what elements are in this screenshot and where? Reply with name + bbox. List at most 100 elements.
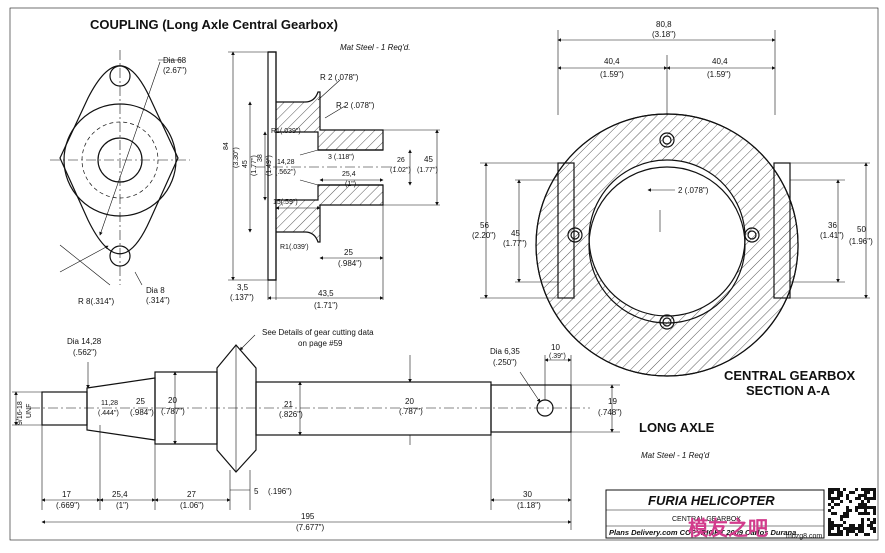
dim-19: 19 [608, 397, 617, 406]
dim-dia1428: Dia 14,28 [67, 337, 102, 346]
dim-dia68: Dia 68 [163, 56, 187, 65]
dim-254: 25,4 [342, 171, 356, 178]
dim-21: 21 [284, 400, 293, 409]
dim-45: 45 [511, 229, 520, 238]
dim-25-axle: 25 [136, 397, 145, 406]
dim-dia8: Dia 8 [146, 286, 165, 295]
dim-1428: 14,28 [277, 159, 295, 166]
axle-material: Mat Steel - 1 Req'd [641, 451, 710, 460]
dim-25: 25 [344, 248, 353, 257]
dim-404-left: 40,4 [604, 57, 620, 66]
dim-30-in: (1.18") [517, 501, 541, 510]
dim-36: 36 [828, 221, 837, 230]
dim-20-mid-in: (.787") [399, 407, 423, 416]
dim-35-in: (.137") [230, 293, 254, 302]
dim-50: 50 [857, 225, 866, 234]
dim-45-left: 45 [242, 160, 249, 168]
dim-36-in: (1.41") [820, 231, 844, 240]
dim-r2-top: R 2 (.078") [320, 73, 359, 82]
dim-916-18: 9/16-18 [17, 401, 24, 425]
dim-45-in: (1.77") [503, 239, 527, 248]
dim-50-in: (1.96") [849, 237, 873, 246]
dim-195-in: (7.677") [296, 523, 325, 532]
dim-dia68-in: (2.67") [163, 66, 187, 75]
dim-27-in: (1.06") [180, 501, 204, 510]
dim-5-in: (.196") [268, 487, 292, 496]
dim-45-right: 45 [424, 155, 433, 164]
dim-r1-top: R1(.039") [271, 128, 301, 135]
dim-17: 17 [62, 490, 71, 499]
dim-254-in: (1") [345, 181, 356, 188]
coupling-section-view [228, 51, 440, 300]
dim-20-left: 20 [168, 396, 177, 405]
dim-45-right-in: (1.77") [417, 167, 438, 174]
coupling-title: COUPLING (Long Axle Central Gearbox) [90, 17, 338, 32]
titleblock-brand: FURIA HELICOPTER [648, 493, 775, 508]
sheet-border [9, 7, 879, 541]
dim-84: 84 [223, 142, 230, 150]
dim-25-axle-in: (.984") [130, 408, 154, 417]
dim-dia8-in: (.314") [146, 296, 170, 305]
dim-r8: R 8(.314") [78, 297, 115, 306]
dim-unf: UNF [26, 404, 33, 418]
dim-56-in: (2.20") [472, 231, 496, 240]
dim-10: 10 [551, 343, 560, 352]
gearbox-title-line2: SECTION A-A [746, 383, 831, 398]
dim-2: 2 (.078") [678, 186, 709, 195]
dim-808-in: (3.18") [652, 30, 676, 39]
dim-dia635-in: (.250") [493, 358, 517, 367]
dim-404-right-in: (1.59") [707, 70, 731, 79]
titleblock-footer: Plans Delivery.com COPYRIGHT 2009 Carlos… [609, 528, 796, 537]
dim-195: 195 [301, 512, 315, 521]
dim-19-in: (.748") [598, 408, 622, 417]
dim-84-in: (3.30") [233, 147, 240, 168]
dim-25-in: (.984") [338, 259, 362, 268]
dim-15: 15(.59") [273, 199, 298, 206]
axle-title: LONG AXLE [639, 420, 715, 435]
dim-10-in: (.39") [549, 353, 566, 360]
dim-21-in: (.826") [279, 410, 303, 419]
dim-dia635: Dia 6,35 [490, 347, 520, 356]
dim-dia1428-in: (.562") [73, 348, 97, 357]
dim-1128-in: (.444") [98, 410, 119, 417]
watermark-url: mozg8.com [786, 533, 822, 540]
dim-38: 38 [257, 154, 264, 162]
titleblock-drawing: CENTRAL GEARBOX [672, 516, 741, 523]
dim-3: 3 (.118") [328, 154, 354, 161]
dim-45-left-in: (1.77") [251, 155, 258, 176]
watermark-logo-text: 模友之吧 [688, 516, 768, 540]
dim-r2-mid: R 2 (.078") [336, 101, 375, 110]
dim-254-axle: 25,4 [112, 490, 128, 499]
gear-note-line2: on page #59 [298, 339, 343, 348]
dim-20-left-in: (.787") [161, 407, 185, 416]
dim-56: 56 [480, 221, 489, 230]
title-block [605, 489, 825, 539]
dim-404-right: 40,4 [712, 57, 728, 66]
coupling-front-view [50, 50, 190, 286]
dim-26-in: (1.02") [390, 167, 411, 174]
dim-5: 5 [254, 487, 259, 496]
coupling-material: Mat Steel - 1 Req'd. [340, 43, 410, 52]
dim-17-in: (.669") [56, 501, 80, 510]
gearbox-title-line1: CENTRAL GEARBOX [724, 368, 856, 383]
dim-38-in: (1.49") [266, 155, 273, 176]
dim-30: 30 [523, 490, 532, 499]
qr-code-icon [828, 488, 876, 536]
dim-20-mid: 20 [405, 397, 414, 406]
gear-note-line1: See Details of gear cutting data [262, 328, 374, 337]
dim-435: 43,5 [318, 289, 334, 298]
dim-808: 80,8 [656, 20, 672, 29]
long-axle-view [12, 334, 620, 530]
dim-254-axle-in: (1") [116, 501, 129, 510]
dim-1128: 11,28 [101, 400, 118, 407]
dim-1428-in: (.562") [275, 169, 296, 176]
dim-26: 26 [397, 157, 405, 164]
dim-27: 27 [187, 490, 196, 499]
gearbox-section-view [480, 30, 870, 377]
dim-435-in: (1.71") [314, 301, 338, 310]
dim-35: 3,5 [237, 283, 249, 292]
dim-404-left-in: (1.59") [600, 70, 624, 79]
dim-r1-bottom: R1(.039') [280, 244, 309, 251]
